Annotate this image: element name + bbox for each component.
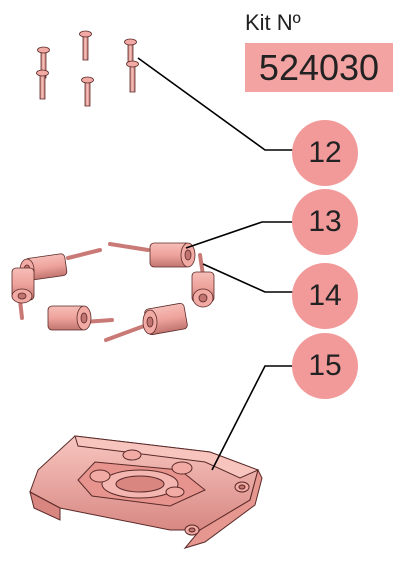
leader-15 (211, 365, 296, 471)
callout-14: 14 (292, 263, 358, 329)
leader-12 (137, 57, 296, 151)
leader-13 (185, 221, 296, 249)
rivet-1 (37, 46, 50, 79)
part-15-frame (29, 435, 263, 549)
leader-14 (202, 263, 296, 293)
kit-label: Kit Nº (245, 10, 301, 35)
bushing-5 (47, 305, 92, 331)
bushing-2 (149, 242, 196, 268)
leader-lines (137, 57, 296, 471)
pin-b (108, 242, 150, 252)
part-12-rivets (36, 30, 139, 107)
kit-number: 524030 (245, 43, 393, 92)
pin-f (104, 324, 146, 342)
bushing-3 (11, 267, 35, 304)
pin-a (66, 248, 102, 260)
bushing-6 (142, 302, 188, 336)
callout-13: 13 (292, 189, 358, 255)
callout-12: 12 (292, 120, 358, 186)
bushing-4 (191, 271, 215, 308)
callout-15: 15 (292, 333, 358, 399)
part-13-14-bushings-pins (11, 242, 215, 342)
rivet-2 (36, 69, 49, 100)
rivet-4 (81, 76, 94, 107)
rivet-6 (126, 60, 139, 93)
rivet-3 (79, 30, 92, 61)
rivet-5 (124, 38, 137, 65)
